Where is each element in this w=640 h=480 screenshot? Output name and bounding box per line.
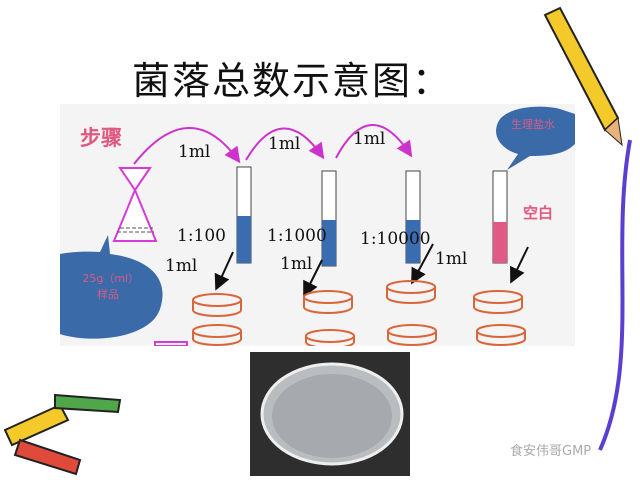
watermark: 食安伟哥GMP: [510, 444, 592, 459]
dilution-label-1: 1:100: [177, 226, 226, 246]
transfer-arrow-2: [245, 127, 325, 161]
transfer-label-1: 1ml: [178, 142, 211, 162]
blank-label: 空白: [523, 204, 554, 222]
plating-label-3: 1ml: [435, 249, 468, 269]
dilution-diagram: 步骤 1ml 1ml 1ml 1:100 1:1000 1:10000 1ml …: [60, 104, 575, 346]
plating-label-2: 1ml: [280, 254, 313, 274]
border-curve: [598, 139, 632, 451]
transfer-label-3: 1ml: [353, 129, 386, 149]
test-tube-2: [321, 170, 337, 267]
transfer-arrow-1: [133, 127, 241, 165]
crayons-icon-bottomleft: [3, 393, 122, 476]
diagram-graphics: [60, 106, 575, 346]
test-tube-3: [405, 170, 421, 264]
sample-bubble-text: 25g（ml）样品: [82, 272, 134, 301]
petri-dish-photo: [250, 352, 410, 476]
sample-speech-bubble: [60, 235, 163, 339]
test-tube-blank: [492, 170, 508, 264]
transfer-label-2: 1ml: [268, 134, 301, 154]
dilution-label-2: 1:1000: [267, 226, 327, 246]
saline-bubble-text: 生理盐水: [511, 118, 555, 131]
page-title: 菌落总数示意图：: [132, 59, 453, 103]
flask-icon: [112, 167, 158, 242]
petri-dishes: [192, 280, 526, 346]
plating-label-1: 1ml: [165, 256, 198, 276]
transfer-arrow-3: [335, 124, 413, 159]
dilution-label-3: 1:10000: [360, 229, 431, 249]
steps-label: 步骤: [80, 126, 122, 150]
test-tube-1: [236, 166, 252, 264]
